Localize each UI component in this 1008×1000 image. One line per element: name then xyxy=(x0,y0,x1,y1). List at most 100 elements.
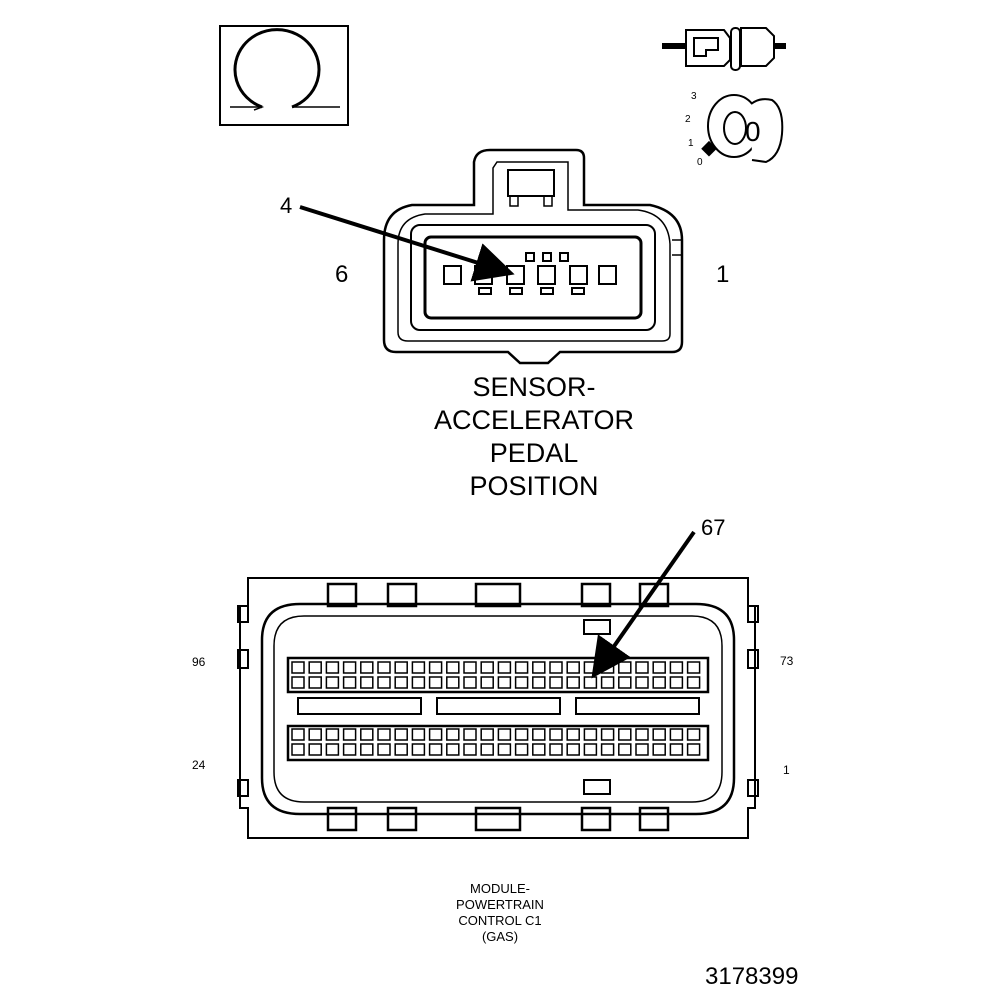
pcm-pin-cavity xyxy=(377,743,391,756)
pcm-pin-cavity xyxy=(377,676,391,689)
pcm-pin-1-label: 1 xyxy=(783,763,790,777)
pcm-pin-cavity xyxy=(686,661,701,674)
pcm-pin-cavity xyxy=(342,661,357,674)
pcm-pin-cavity xyxy=(480,743,494,756)
pcm-pin-cavity xyxy=(635,661,649,674)
pcm-pin-cavity xyxy=(549,676,563,689)
dial-scale-0: 0 xyxy=(697,157,703,168)
pcm-pin-cavity xyxy=(325,676,340,689)
pcm-pin-cavity xyxy=(497,676,512,689)
pcm-pin-cavity xyxy=(394,743,408,756)
pcm-pin-cavity xyxy=(463,676,477,689)
pcm-pin-cavity xyxy=(583,676,598,689)
pcm-connector xyxy=(237,577,759,839)
pin-67-callout: 67 xyxy=(701,515,726,540)
pcm-pin-cavity xyxy=(377,728,391,741)
sensor-connector xyxy=(382,148,684,365)
pcm-pin-cavity xyxy=(686,728,701,741)
pcm-pin-cavity xyxy=(291,728,305,741)
pcm-pin-cavity xyxy=(411,676,426,689)
pcm-pin-cavity xyxy=(342,728,357,741)
sensor-title-line-3: PEDAL xyxy=(489,438,579,468)
pcm-pin-cavity xyxy=(377,661,391,674)
pcm-pin-cavity xyxy=(600,743,615,756)
pcm-pin-cavity xyxy=(463,661,477,674)
pcm-pin-cavity xyxy=(669,676,684,689)
pcm-pin-cavity xyxy=(514,676,529,689)
pin-4-arrow xyxy=(299,205,515,282)
pcm-pin-cavity xyxy=(428,661,443,674)
pcm-title-line-2: POWERTRAIN xyxy=(456,897,544,912)
pcm-pin-cavity xyxy=(325,728,340,741)
pcm-pin-cavity xyxy=(308,743,322,756)
pcm-pin-cavity xyxy=(446,676,460,689)
pcm-pin-cavity xyxy=(583,728,598,741)
pcm-pin-cavity xyxy=(635,676,649,689)
pcm-pin-cavity xyxy=(308,676,322,689)
pcm-pin-cavity xyxy=(446,661,460,674)
pcm-title-line-3: CONTROL C1 xyxy=(458,913,542,928)
pcm-pin-cavity xyxy=(566,661,580,674)
pcm-pin-cavity xyxy=(291,743,305,756)
pcm-pin-cavity xyxy=(480,661,494,674)
pcm-pin-cavity xyxy=(532,728,546,741)
pcm-pin-cavity xyxy=(566,728,580,741)
pcm-pin-grid xyxy=(291,661,701,756)
pcm-pin-cavity xyxy=(308,661,322,674)
pcm-pin-cavity xyxy=(532,661,546,674)
pcm-pin-cavity xyxy=(514,728,529,741)
pcm-pin-cavity xyxy=(600,728,615,741)
sensor-title-line-2: ACCELERATOR xyxy=(433,405,635,435)
pin-67-arrow xyxy=(591,530,696,679)
pcm-pin-cavity xyxy=(532,743,546,756)
pcm-pin-cavity xyxy=(686,676,701,689)
pcm-pin-96-label: 96 xyxy=(192,655,206,669)
pcm-pin-cavity xyxy=(669,661,684,674)
pcm-pin-cavity xyxy=(583,661,598,674)
pcm-pin-cavity xyxy=(514,743,529,756)
pcm-pin-cavity xyxy=(411,743,426,756)
dial-scale-2: 2 xyxy=(685,114,691,125)
pcm-pin-cavity xyxy=(428,728,443,741)
pcm-pin-cavity xyxy=(583,743,598,756)
pcm-connector-title: MODULE- POWERTRAIN CONTROL C1 (GAS) xyxy=(420,881,580,945)
pcm-pin-cavity xyxy=(669,743,684,756)
pcm-pin-cavity xyxy=(635,743,649,756)
pcm-pin-cavity xyxy=(342,743,357,756)
pcm-pin-cavity xyxy=(549,661,563,674)
pcm-pin-cavity xyxy=(446,743,460,756)
pin-4-callout: 4 xyxy=(280,193,293,218)
pcm-pin-cavity xyxy=(325,743,340,756)
pcm-title-line-1: MODULE- xyxy=(470,881,530,896)
pcm-pin-24-label: 24 xyxy=(192,758,206,772)
pcm-pin-cavity xyxy=(480,728,494,741)
pcm-pin-cavity xyxy=(360,661,374,674)
pcm-pin-cavity xyxy=(360,728,374,741)
dial-knob-value: 0 xyxy=(745,116,761,147)
sensor-title-line-4: POSITION xyxy=(469,471,599,501)
sensor-pin-1-label: 1 xyxy=(716,261,730,288)
pcm-pin-cavity xyxy=(652,676,666,689)
pcm-pin-cavity xyxy=(497,743,512,756)
pcm-pin-cavity xyxy=(360,743,374,756)
pcm-pin-cavity xyxy=(652,743,666,756)
pcm-pin-cavity xyxy=(686,743,701,756)
pcm-pin-cavity xyxy=(652,728,666,741)
pcm-pin-cavity xyxy=(394,728,408,741)
omega-icon xyxy=(219,25,349,126)
pcm-pin-cavity xyxy=(428,743,443,756)
pcm-pin-cavity xyxy=(325,661,340,674)
figure-number: 3178399 xyxy=(705,963,799,990)
dial-scale-1: 1 xyxy=(688,138,694,149)
pcm-pin-cavity xyxy=(428,676,443,689)
pcm-pin-cavity xyxy=(308,728,322,741)
pcm-pin-cavity xyxy=(532,676,546,689)
pcm-title-line-4: (GAS) xyxy=(481,929,519,944)
pcm-pin-cavity xyxy=(394,661,408,674)
pcm-pin-cavity xyxy=(635,728,649,741)
pcm-pin-cavity xyxy=(394,676,408,689)
pcm-pin-cavity xyxy=(497,661,512,674)
pcm-pin-cavity xyxy=(463,743,477,756)
sensor-connector-title: SENSOR- ACCELERATOR PEDAL POSITION xyxy=(404,371,664,503)
plug-icon xyxy=(662,27,786,71)
